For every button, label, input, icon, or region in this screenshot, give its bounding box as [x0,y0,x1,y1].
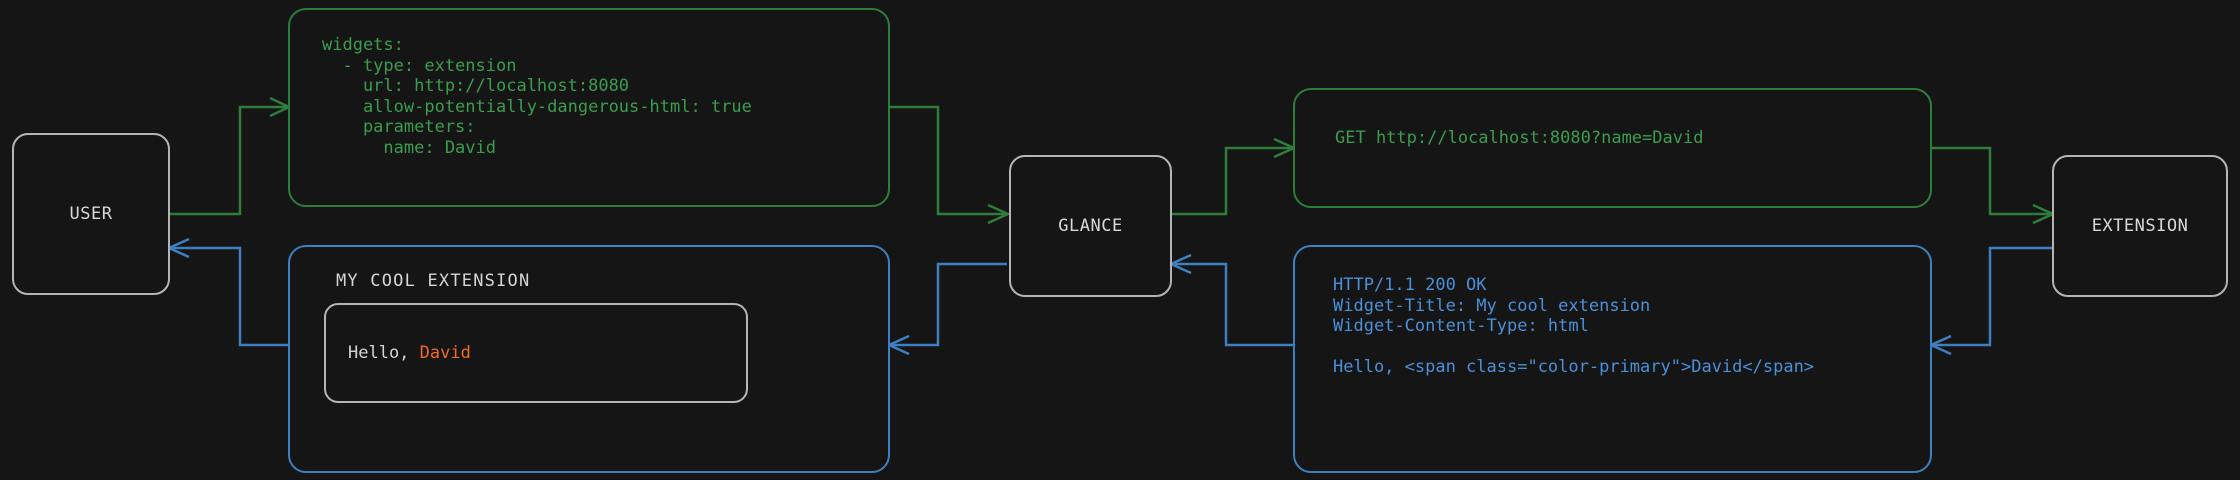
http-response-text: HTTP/1.1 200 OK Widget-Title: My cool ex… [1333,275,1815,377]
node-glance[interactable]: GLANCE [1009,155,1172,297]
panel-get-request: GET http://localhost:8080?name=David [1293,88,1932,208]
widget-preview-card-text: Hello, David [348,343,471,363]
node-extension[interactable]: EXTENSION [2052,155,2228,297]
node-user-label: USER [69,204,113,224]
widget-greeting-text: Hello, [348,343,420,363]
widget-preview-title: MY COOL EXTENSION [336,271,531,291]
edge-response-to-glance [1167,253,1293,347]
edge-glance-to-get [1172,137,1298,216]
get-request-text: GET http://localhost:8080?name=David [1335,128,1704,148]
edge-user-to-yaml [170,96,292,216]
edge-glance-to-widget [885,262,1007,356]
edge-widget-to-user [165,237,288,347]
edge-extension-to-response [1927,246,2052,356]
yaml-config-text: widgets: - type: extension url: http://l… [322,35,752,158]
panel-yaml-config: widgets: - type: extension url: http://l… [288,8,890,207]
node-extension-label: EXTENSION [2091,216,2189,236]
panel-http-response: HTTP/1.1 200 OK Widget-Title: My cool ex… [1293,245,1932,473]
widget-name-accent: David [419,343,471,363]
edge-get-to-extension [1932,146,2057,225]
node-user[interactable]: USER [12,133,170,295]
edge-yaml-to-glance [890,105,1012,225]
node-glance-label: GLANCE [1058,216,1123,236]
panel-widget-preview: MY COOL EXTENSION Hello, David [288,245,890,473]
widget-preview-card[interactable]: Hello, David [324,303,748,403]
